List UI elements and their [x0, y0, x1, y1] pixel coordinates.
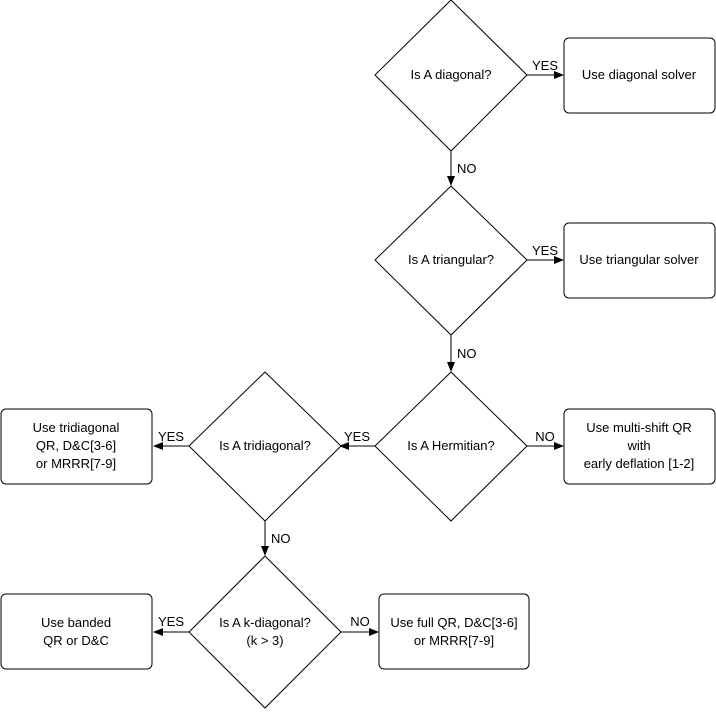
outcome-label-line: Use triangular solver: [579, 252, 699, 267]
edge-kdiagonal-yes: YES: [153, 614, 189, 636]
edge-diagonal-no: NO: [447, 151, 477, 186]
edge-diagonal-yes: YES: [527, 58, 564, 79]
edge-label-no: NO: [457, 346, 477, 361]
outcome-multishift-qr: Use multi-shift QR with early deflation …: [563, 408, 716, 485]
decision-label-line: (k > 3): [246, 633, 283, 648]
outcome-tridiagonal-methods: Use tridiagonal QR, D&C[3-6] or MRRR[7-9…: [0, 408, 153, 485]
outcome-triangular-solver: Use triangular solver: [563, 222, 716, 299]
edge-label-no: NO: [457, 161, 477, 176]
outcome-label-line: Use multi-shift QR: [586, 420, 691, 435]
outcome-diagonal-solver: Use diagonal solver: [563, 37, 716, 114]
edge-tridiagonal-no: NO: [261, 521, 291, 556]
decision-is-diagonal: Is A diagonal?: [374, 0, 528, 152]
edge-label-yes: YES: [158, 614, 184, 629]
outcome-label-line: Use banded: [41, 615, 111, 630]
decision-label: Is A triangular?: [408, 252, 494, 267]
decision-is-tridiagonal: Is A tridiagonal?: [188, 371, 342, 522]
outcome-label-line: early deflation [1-2]: [584, 456, 695, 471]
edge-label-no: NO: [271, 531, 291, 546]
edge-label-yes: YES: [344, 429, 370, 444]
edge-triangular-no: NO: [447, 335, 477, 372]
decision-label-line: Is A k-diagonal?: [219, 615, 311, 630]
outcome-label-line: or MRRR[7-9]: [414, 633, 494, 648]
decision-label: Is A diagonal?: [411, 67, 492, 82]
edge-triangular-yes: YES: [527, 243, 564, 264]
edge-hermitian-no: NO: [527, 429, 564, 450]
edge-hermitian-yes: YES: [339, 429, 375, 450]
outcome-label-line: Use full QR, D&C[3-6]: [390, 615, 517, 630]
edge-label-yes: YES: [532, 243, 558, 258]
outcome-full-methods: Use full QR, D&C[3-6] or MRRR[7-9]: [378, 593, 530, 670]
edge-label-no: NO: [535, 429, 555, 444]
decision-is-kdiagonal: Is A k-diagonal? (k > 3): [188, 555, 342, 709]
outcome-label-line: Use tridiagonal: [33, 420, 120, 435]
outcome-banded-methods: Use banded QR or D&C: [0, 593, 153, 670]
edge-label-yes: YES: [158, 429, 184, 444]
edge-label-no: NO: [350, 614, 370, 629]
edge-kdiagonal-no: NO: [341, 614, 379, 636]
outcome-label-line: QR or D&C: [43, 633, 109, 648]
outcome-label-line: QR, D&C[3-6]: [36, 438, 116, 453]
decision-label: Is A Hermitian?: [407, 438, 494, 453]
edge-label-yes: YES: [532, 58, 558, 73]
decision-is-hermitian: Is A Hermitian?: [374, 371, 528, 522]
outcome-label-line: Use diagonal solver: [582, 67, 697, 82]
outcome-label-line: with: [626, 438, 650, 453]
decision-is-triangular: Is A triangular?: [374, 185, 528, 336]
outcome-label-line: or MRRR[7-9]: [36, 456, 116, 471]
edge-tridiagonal-yes: YES: [153, 429, 189, 450]
decision-label: Is A tridiagonal?: [219, 438, 311, 453]
